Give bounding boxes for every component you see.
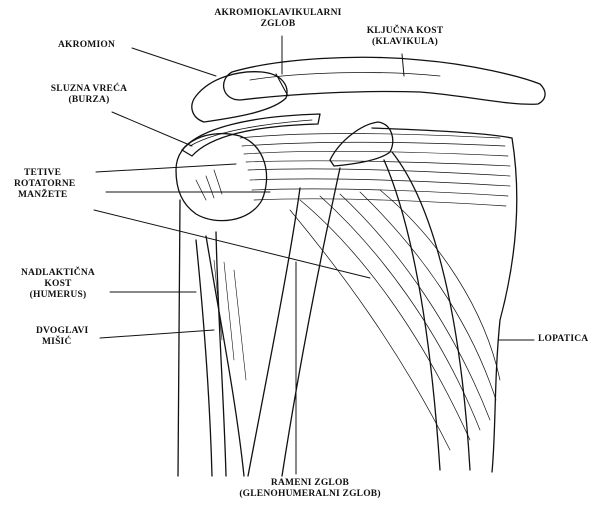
label-kljucna-kost: KLJUČNA KOST (KLAVIKULA) — [350, 26, 460, 48]
clavicle-outline — [224, 57, 546, 104]
label-sluzna-vreca: SLUZNA VREĆA (BURZA) — [34, 84, 144, 106]
scapula-tendon-1 — [392, 152, 470, 470]
label-dvoglavi-line2: MIŠIĆ — [36, 337, 88, 348]
label-akromion: AKROMION — [58, 40, 115, 51]
label-tetive-line3: MANŽETE — [14, 190, 75, 201]
label-sluzna-line1: SLUZNA VREĆA — [34, 84, 144, 95]
rotator-cuff-tendons — [240, 134, 510, 207]
biceps-tendon-long — [248, 188, 300, 476]
label-tetive-line2: ROTATORNE — [14, 179, 75, 190]
label-lopatica-text: LOPATICA — [538, 334, 588, 345]
label-akromioklavikularni-line1: AKROMIOKLAVIKULARNI — [178, 8, 378, 19]
label-kljucna-line2: (KLAVIKULA) — [350, 37, 460, 48]
label-tetive-rotatorne-manzete: TETIVE ROTATORNE MANŽETE — [14, 168, 75, 201]
label-nadlakticna-kost: NADLAKTIČNA KOST (HUMERUS) — [4, 268, 112, 301]
label-akromioklavikularni-zglob: AKROMIOKLAVIKULARNI ZGLOB — [178, 8, 378, 30]
label-kljucna-line1: KLJUČNA KOST — [350, 26, 460, 37]
scapula-outline — [372, 128, 517, 472]
label-akromion-text: AKROMION — [58, 40, 115, 51]
humeral-head — [176, 134, 267, 221]
label-sluzna-line2: (BURZA) — [34, 95, 144, 106]
label-lopatica: LOPATICA — [538, 334, 588, 345]
biceps-tendon-short — [282, 168, 340, 476]
label-dvoglavi-line1: DVOGLAVI — [36, 326, 88, 337]
biceps-muscle-left — [196, 240, 212, 476]
label-tetive-line1: TETIVE — [14, 168, 75, 179]
humeral-head-hatch — [196, 170, 222, 200]
label-nadlakticna-line1: NADLAKTIČNA — [4, 268, 112, 279]
label-nadlakticna-line2: KOST — [4, 279, 112, 290]
humerus-left-edge — [178, 200, 180, 476]
label-rameni-zglob: RAMENI ZGLOB (GLENOHUMERALNI ZGLOB) — [220, 478, 400, 500]
label-akromioklavikularni-line2: ZGLOB — [178, 19, 378, 30]
leader-lines — [94, 36, 534, 474]
label-rameni-line2: (GLENOHUMERALNI ZGLOB) — [220, 489, 400, 500]
scapular-muscle-fibers — [290, 190, 500, 450]
label-rameni-line1: RAMENI ZGLOB — [220, 478, 400, 489]
bursa-outline — [182, 114, 320, 156]
label-dvoglavi-misic: DVOGLAVI MIŠIĆ — [36, 326, 88, 348]
scapula-tendon-2 — [384, 160, 440, 470]
label-nadlakticna-line3: (HUMERUS) — [4, 290, 112, 301]
